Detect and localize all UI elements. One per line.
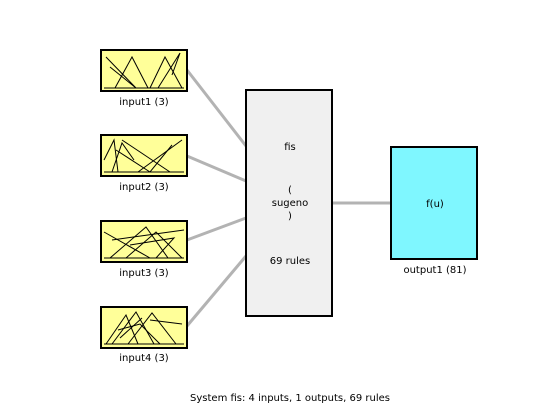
input1-label: input1 (3) [119,97,169,108]
input3-membership-icon [103,226,185,259]
system-summary: System fis: 4 inputs, 1 outputs, 69 rule… [190,393,390,404]
input2-membership-icon [103,138,184,173]
fis-type-open: ( [288,185,292,196]
input4-membership-icon [104,311,184,345]
fis-type: sugeno [272,198,309,209]
input1-box[interactable] [100,49,188,92]
input3-label: input3 (3) [119,268,169,279]
output1-function: f(u) [426,199,444,210]
connector-input3 [186,216,247,242]
fis-rule-count: 69 rules [270,256,311,267]
input4-block[interactable]: input4 (3) [100,306,188,364]
output1-label: output1 (81) [403,265,466,276]
fis-type-close: ) [288,211,292,222]
input2-block[interactable]: input2 (3) [100,134,188,193]
fis-system-box[interactable] [245,89,333,317]
input2-box[interactable] [100,134,188,177]
connector-input1 [185,69,248,147]
input3-block[interactable]: input3 (3) [100,220,188,279]
input1-membership-icon [104,52,184,89]
connectors [185,69,391,327]
input2-label: input2 (3) [119,182,169,193]
input3-box[interactable] [100,220,188,263]
input4-label: input4 (3) [119,353,169,364]
fis-system-block[interactable]: fis ( sugeno ) 69 rules [245,89,333,317]
output1-block[interactable]: f(u) output1 (81) [390,146,478,276]
connector-input4 [185,255,248,327]
output1-box[interactable] [390,146,478,260]
fis-system-name: fis [284,142,296,153]
connector-input2 [186,154,247,183]
input1-block[interactable]: input1 (3) [100,49,188,108]
